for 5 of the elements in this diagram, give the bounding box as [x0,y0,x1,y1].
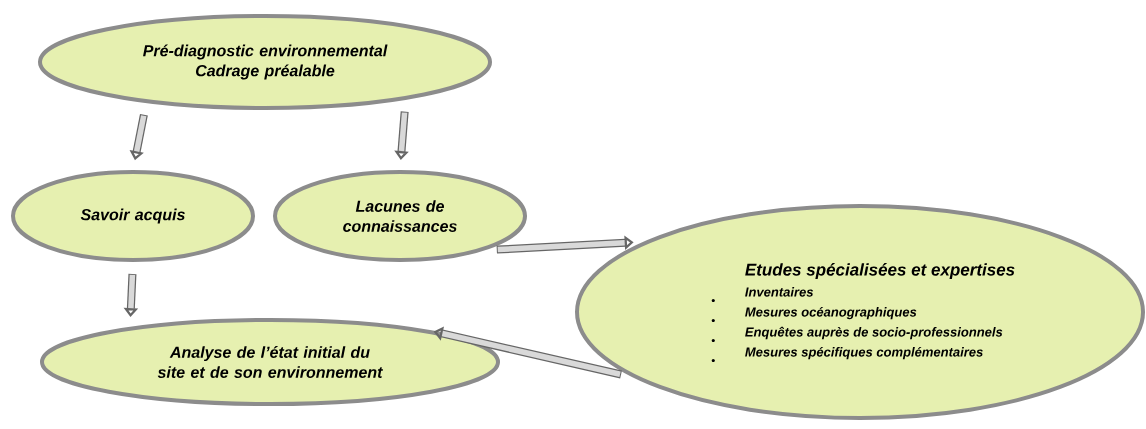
ellipse-node: Lacunes de connaissances [273,170,527,262]
ellipse-node: Etudes spécialisées et expertises Inventaires Mesures océanographiques Enquêtes auprès de socio-professionnels Mesures spécifiques complémentaires [575,204,1145,420]
ellipse-node: Savoir acquis [11,170,255,262]
ellipse-node: Analyse de l’état initial du site et de son environnement [40,318,500,406]
ellipse-node: Pré-diagnostic environnemental Cadrage préalable [38,14,492,110]
